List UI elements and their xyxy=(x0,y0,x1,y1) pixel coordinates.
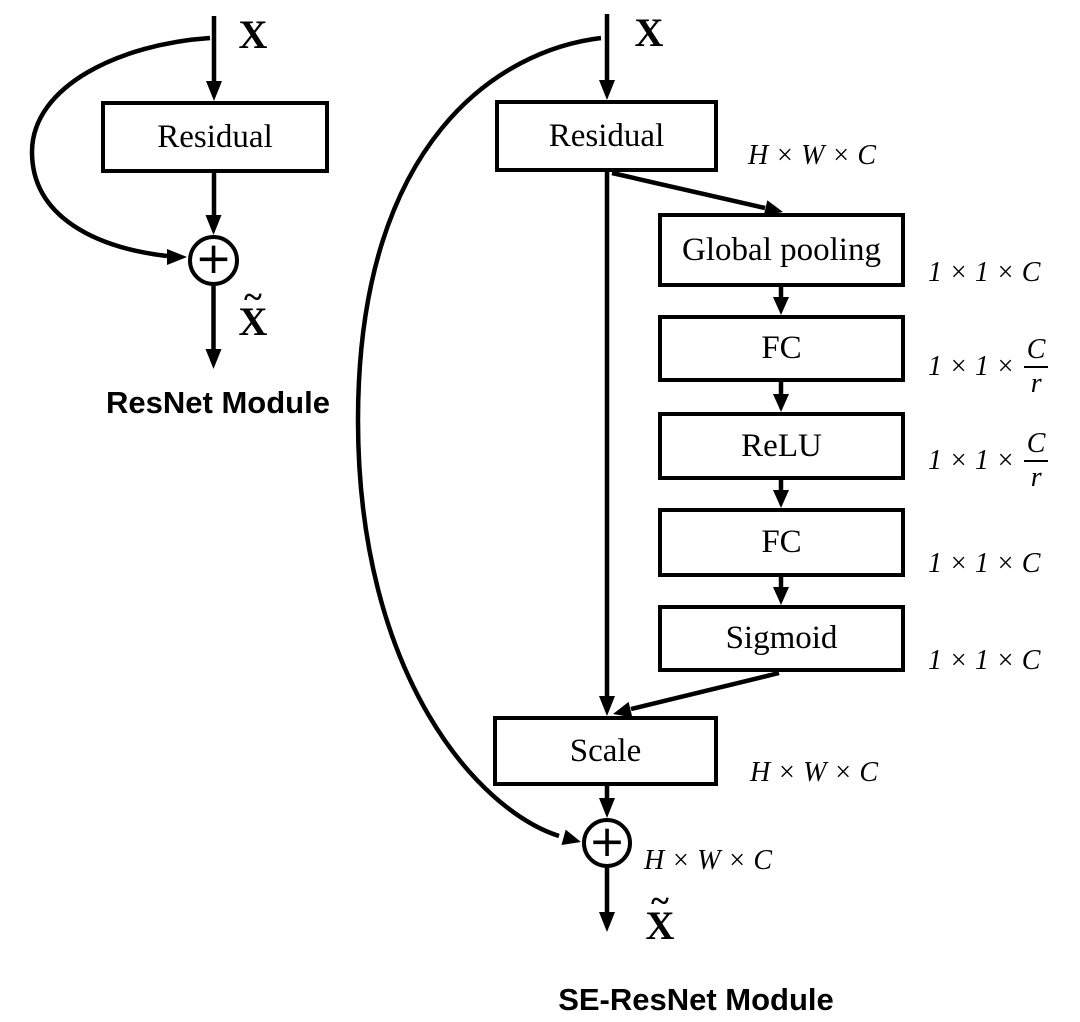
se-residual-to-pooling-arrowhead xyxy=(763,200,783,216)
se-residual-label: Residual xyxy=(548,117,665,154)
se-fc2-dim: 1 × 1 × C xyxy=(928,548,1041,579)
se-relu-to-fc2-arrowhead xyxy=(773,490,789,508)
se-residual-box: Residual xyxy=(495,100,718,172)
se-sigmoid-dim: 1 × 1 × C xyxy=(928,645,1041,676)
se-output-arrowhead xyxy=(599,912,615,932)
resnet-residual-to-add-arrowhead xyxy=(205,215,222,235)
se-skip-arrowhead xyxy=(561,829,581,845)
se-output-x: X xyxy=(645,903,675,948)
se-sigmoid-label: Sigmoid xyxy=(725,620,838,656)
se-relu-dim-fraction: C r xyxy=(1023,428,1049,493)
se-fc2-box: FC xyxy=(658,508,905,577)
se-scale-dim: H × W × C xyxy=(750,757,879,788)
resnet-input-label: X xyxy=(238,12,268,57)
resnet-output-x: X xyxy=(238,299,268,344)
se-sigmoid-to-scale-line xyxy=(630,670,780,712)
se-relu-dim: 1 × 1 × C r xyxy=(928,424,1049,497)
se-residual-to-pooling-line xyxy=(611,170,766,211)
resnet-input-arrowhead xyxy=(206,81,222,101)
resnet-residual-box: Residual xyxy=(101,101,329,173)
se-fc1-dim-numerator: C xyxy=(1023,334,1049,368)
se-relu-dim-prefix: 1 × 1 × xyxy=(928,444,1015,476)
se-input-arrowhead xyxy=(599,80,615,100)
se-residual-dim: H × W × C xyxy=(748,140,877,171)
se-relu-dim-denominator: r xyxy=(1030,461,1042,493)
se-global-pooling-label: Global pooling xyxy=(682,231,881,268)
se-fc1-dim-fraction: C r xyxy=(1023,334,1049,399)
se-add-dim: H × W × C xyxy=(644,845,773,876)
se-fc1-dim: 1 × 1 × C r xyxy=(928,330,1049,403)
resnet-skip-arrowhead xyxy=(167,249,187,265)
se-relu-dim-numerator: C xyxy=(1023,428,1049,462)
se-pooling-to-fc1-arrowhead xyxy=(773,297,789,315)
resnet-output-arrowhead xyxy=(205,349,222,369)
se-global-pooling-box: Global pooling xyxy=(658,213,905,287)
se-scale-box: Scale xyxy=(493,716,718,786)
resnet-add-node: + xyxy=(188,235,239,286)
resnet-module-caption: ResNet Module xyxy=(106,385,330,420)
se-fc2-label: FC xyxy=(761,524,802,560)
resnet-residual-label: Residual xyxy=(157,118,273,155)
se-global-pooling-dim: 1 × 1 × C xyxy=(928,257,1041,288)
resnet-skip-curve xyxy=(29,35,211,259)
se-main-arrowhead xyxy=(599,696,615,716)
se-relu-box: ReLU xyxy=(658,412,905,480)
se-sigmoid-box: Sigmoid xyxy=(658,605,905,672)
resnet-output-label: ~ X xyxy=(228,281,278,344)
se-fc2-to-sigmoid-arrowhead xyxy=(773,587,789,605)
se-add-node: + xyxy=(582,818,632,868)
se-scale-label: Scale xyxy=(569,732,642,769)
se-resnet-module-caption: SE-ResNet Module xyxy=(558,982,834,1017)
se-fc1-to-relu-arrowhead xyxy=(773,394,789,412)
se-fc1-dim-denominator: r xyxy=(1030,367,1042,399)
se-fc1-dim-prefix: 1 × 1 × xyxy=(928,350,1015,382)
se-sigmoid-to-scale-arrowhead xyxy=(613,701,633,718)
se-input-label: X xyxy=(634,10,664,55)
se-fc1-label: FC xyxy=(761,330,802,366)
se-output-label: ~ X xyxy=(635,885,685,948)
se-scale-to-add-arrowhead xyxy=(599,798,615,818)
se-fc1-box: FC xyxy=(658,315,905,382)
se-skip-curve xyxy=(355,35,602,839)
se-relu-label: ReLU xyxy=(741,427,822,464)
